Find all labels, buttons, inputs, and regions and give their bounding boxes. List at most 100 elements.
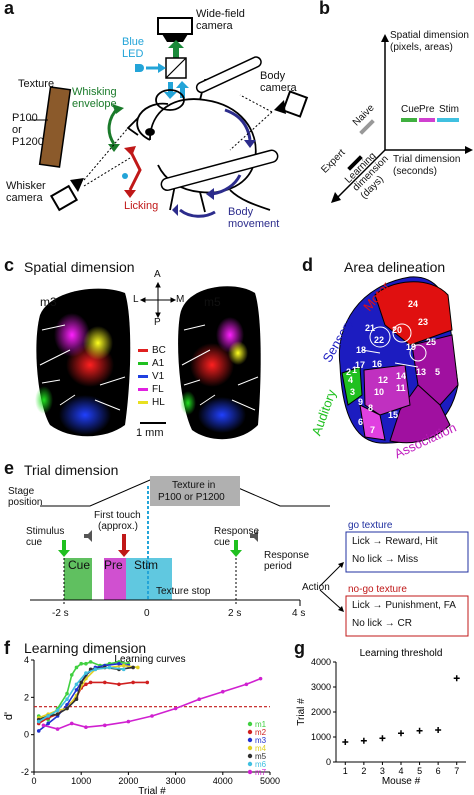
data-point-m6	[93, 667, 98, 672]
setup-illustration	[30, 17, 309, 218]
y-tick-label: 4	[24, 655, 29, 665]
data-point-m7	[258, 676, 263, 681]
whisker-camera-label: Whisker camera	[6, 180, 46, 204]
response-period-label: Response period	[264, 550, 310, 572]
stim-label: Stim	[439, 104, 459, 115]
area-number: 19	[406, 342, 416, 352]
y-tick-label: 0	[24, 730, 29, 740]
panel-c-label: c	[4, 255, 15, 275]
panel-a: a	[0, 0, 320, 235]
x-tick-label: 0	[31, 776, 36, 786]
data-point-m2	[131, 680, 135, 685]
texture-label: Texture	[18, 78, 55, 90]
y-axis-label: d'	[3, 712, 15, 720]
panel-g-label: g	[294, 638, 305, 658]
x-tick-label: 3	[380, 766, 385, 776]
legend-marker-m6	[247, 761, 253, 767]
y-axis-label: Trial #	[296, 698, 307, 726]
y-tick-label: 1000	[311, 732, 331, 742]
panel-f-title: Learning dimension	[24, 640, 147, 656]
y-tick-label: 2000	[311, 707, 331, 717]
licking-label: Licking	[124, 200, 159, 212]
data-point-m6	[46, 714, 50, 718]
data-point-m3	[36, 729, 41, 733]
spatial-dimension-label: Spatial dimension	[390, 30, 469, 41]
area-number: 5	[435, 367, 440, 377]
series-line-m6	[38, 666, 124, 723]
chart-title: Learning curves	[114, 654, 185, 665]
data-point-m7	[55, 727, 60, 731]
area-legend: BC A1 V1 FL HL	[138, 345, 166, 410]
legend-label-m4: m4	[255, 744, 267, 753]
data-point-m2	[103, 680, 107, 685]
compass-icon	[139, 281, 177, 319]
data-point-m2	[145, 680, 150, 685]
whisking-envelope-label: Whisking envelope	[72, 86, 117, 110]
compass-l: L	[133, 294, 139, 305]
area-number: 8	[368, 403, 373, 413]
legend-item: FL	[138, 384, 166, 397]
stim-epoch-label: Stim	[134, 558, 158, 572]
cortex-map-m5	[178, 286, 261, 440]
legend-marker-m5	[247, 753, 253, 759]
texture-stop-label: Texture stop	[156, 586, 211, 597]
panel-d: d Area delineation 24 23 25 21 22 20 19 …	[300, 255, 474, 461]
area-number: 6	[358, 417, 363, 427]
action-label: Action	[302, 582, 330, 593]
area-number: 2	[346, 367, 351, 377]
p1200-label: P1200	[12, 136, 44, 148]
response-cue-label: Response cue	[214, 526, 260, 548]
data-point-m7	[41, 723, 46, 728]
panel-c: c Spatial dimension	[0, 255, 300, 455]
mouse-label-m5: m5	[204, 295, 221, 309]
area-number: 13	[416, 367, 426, 377]
data-point-m7	[103, 723, 107, 728]
x-tick-label: 5	[417, 766, 422, 776]
pre-epoch-label: Pre	[104, 558, 123, 572]
area-number: 12	[378, 375, 388, 385]
legend-marker-m7	[247, 769, 253, 775]
data-point-m6	[121, 667, 126, 672]
series-line-m3	[38, 662, 129, 732]
stimulus-cue-label: Stimulus cue	[26, 526, 65, 548]
data-point-m6	[107, 665, 112, 670]
legend-marker-m4	[247, 745, 253, 751]
panel-e: e Trial dimension Stage position Texture…	[0, 458, 474, 638]
y-tick-label: -2	[21, 767, 29, 777]
data-point-m3	[117, 661, 121, 666]
spatial-units-label: (pixels, areas)	[390, 42, 453, 53]
body-camera-icon	[229, 90, 309, 151]
speaker-icon	[250, 530, 258, 542]
panel-b-label: b	[319, 0, 330, 18]
data-point-m3	[46, 721, 50, 726]
data-point-m1	[69, 673, 74, 677]
go-texture-label: go texture	[348, 520, 393, 531]
data-point-m6	[84, 671, 88, 675]
x-tick-label: 1	[343, 766, 348, 776]
nogo-nolick-outcome: No lick → CR	[352, 618, 413, 629]
legend-label-m5: m5	[255, 752, 267, 761]
data-point-m6	[65, 697, 69, 701]
data-point-m1	[74, 665, 79, 670]
tick-2s: 2 s	[228, 608, 242, 619]
widefield-camera-label: Wide-field camera	[196, 8, 245, 32]
panel-f-label: f	[4, 638, 10, 658]
area-number: 23	[418, 317, 428, 327]
legend-marker-m2	[247, 729, 253, 735]
panel-a-label: a	[4, 0, 15, 18]
x-tick-label: 3000	[166, 776, 186, 786]
texture-p-label: P100 or P1200	[158, 492, 225, 503]
x-tick-label: 2000	[118, 776, 138, 786]
p100-label: P100 or	[12, 112, 38, 136]
x-tick-label: 2	[361, 766, 366, 776]
tick-zero: 0	[144, 608, 150, 619]
panel-b: b Spatial dimension (pixels, areas) Naiv…	[315, 0, 474, 240]
legend-marker-m1	[247, 721, 253, 727]
area-number: 1	[352, 365, 357, 375]
series-line-m4	[38, 664, 138, 719]
dimensions-axes	[331, 34, 473, 203]
first-touch-approx-label: (approx.)	[98, 521, 139, 532]
data-point-m6	[55, 708, 60, 713]
area-number: 11	[396, 383, 406, 393]
